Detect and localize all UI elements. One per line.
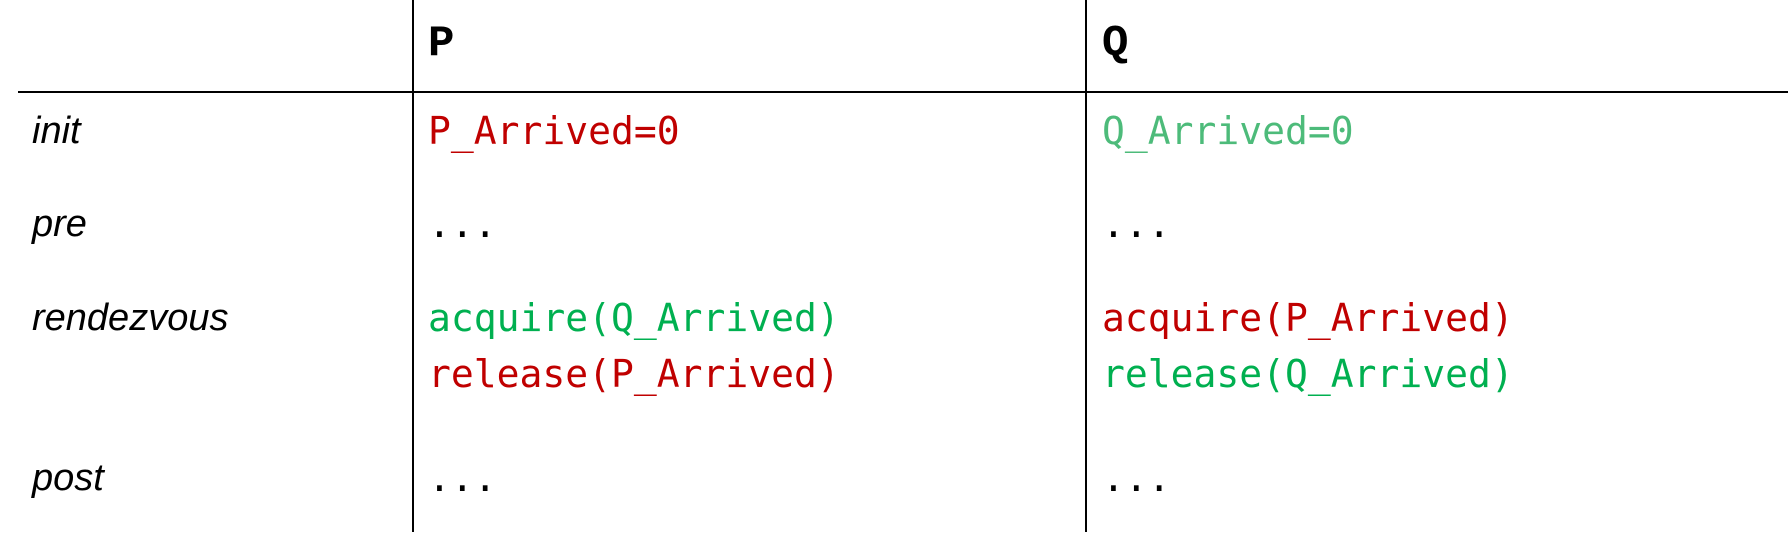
header-p: P: [428, 19, 455, 69]
cell-init-p: P_Arrived=0: [428, 109, 680, 153]
column-divider-p: [412, 0, 414, 532]
cell-init-q: Q_Arrived=0: [1102, 109, 1354, 153]
row-label-rendezvous: rendezvous: [32, 297, 229, 339]
header-divider: [18, 91, 1788, 93]
cell-post-q: ...: [1102, 456, 1171, 500]
column-divider-q: [1085, 0, 1087, 532]
cell-pre-p: ...: [428, 202, 497, 246]
cell-rendezvous-q-line1: acquire(P_Arrived): [1102, 296, 1514, 340]
cell-rendezvous-p-line2: release(P_Arrived): [428, 352, 840, 396]
row-label-post: post: [32, 457, 104, 499]
cell-rendezvous-q-line2: release(Q_Arrived): [1102, 352, 1514, 396]
row-label-pre: pre: [32, 203, 87, 245]
cell-rendezvous-p-line1: acquire(Q_Arrived): [428, 296, 840, 340]
cell-post-p: ...: [428, 456, 497, 500]
row-label-init: init: [32, 110, 81, 152]
header-q: Q: [1102, 19, 1129, 69]
cell-pre-q: ...: [1102, 202, 1171, 246]
